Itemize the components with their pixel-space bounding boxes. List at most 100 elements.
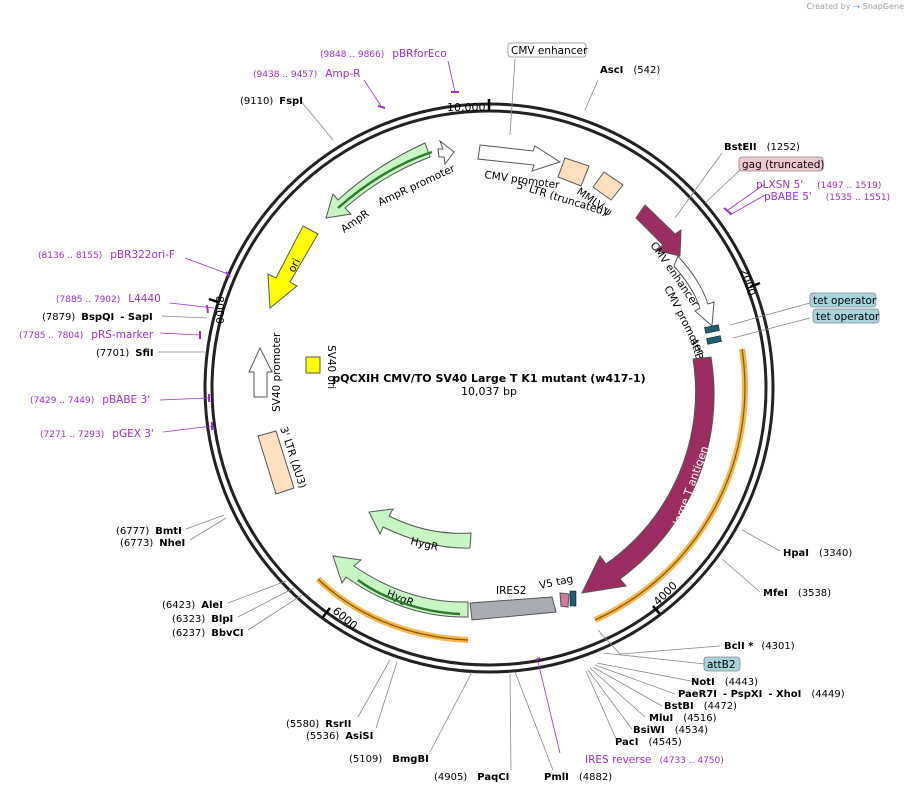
- v5-tag-feature: [559, 592, 570, 608]
- site-paqci: (4905) PaqCI: [434, 772, 509, 783]
- site-bsiwi-name: BsiWI: [633, 725, 665, 736]
- primer-prs-marker: (7785 .. 7804)pRS-marker: [19, 329, 154, 341]
- sv40-ori-feature: [305, 356, 321, 374]
- tick-label-8000: 8000: [213, 296, 226, 324]
- primer-pbabe5-name: pBABE 5': [764, 191, 812, 203]
- site-rsrii-name: RsrII: [325, 719, 351, 730]
- site-paci-name: PacI: [615, 737, 638, 748]
- primer-ampr-pos: (9438 .. 9457): [253, 70, 317, 80]
- primer-pgex3-pos: (7271 .. 7293): [40, 430, 104, 440]
- attb2-box-label: attB2: [707, 659, 736, 671]
- site-hpai-name: HpaI: [783, 548, 809, 559]
- site-paci: PacI (4545): [615, 737, 682, 748]
- site-blpi: (6323)BlpI: [172, 614, 233, 625]
- site-paqci-pos: (4905): [434, 772, 467, 783]
- site-bcli: BclI *(4301): [724, 641, 795, 652]
- gag-box-label: gag (truncated): [742, 159, 825, 171]
- connector-paqci: [509, 673, 512, 771]
- connector-plxsn: [727, 183, 766, 211]
- site-paqci-name: PaqCI: [477, 772, 509, 783]
- tet-operator-2-box: [812, 308, 880, 324]
- primer-tick-pbr322ori: [225, 271, 231, 278]
- connector-asisi: [375, 661, 398, 729]
- watermark: Created by ⭢ SnapGene: [806, 2, 904, 12]
- site-bspqi: (7879)BspQI- SapI: [42, 312, 153, 323]
- primer-pbrforeco: (9848 .. 9866)pBRforEco: [320, 48, 447, 60]
- connector-bmti: [185, 514, 225, 530]
- site-bsteii-name: BstEII: [724, 142, 757, 153]
- tick-label-2000: 2000: [737, 267, 758, 298]
- primer-connectors: [159, 60, 766, 754]
- site-bspqi-name: BspQI: [81, 312, 114, 323]
- primer-ires-reverse-name: IRES reverse: [585, 754, 652, 766]
- connector-bcli: [597, 629, 721, 655]
- site-asci: AscI(542): [600, 65, 660, 76]
- connector-mlui: [589, 667, 646, 718]
- tick-label-10000: 10,000: [447, 101, 486, 114]
- sv40-promoter-label: SV40 promoter: [271, 332, 283, 412]
- site-bbvci: (6237)BbvCI: [172, 628, 244, 639]
- site-noti: NotI(4443): [691, 677, 758, 688]
- site-mfei-name: MfeI: [763, 588, 788, 599]
- cmv-enhancer-arrow-feature: [635, 204, 682, 257]
- gag-box: [738, 156, 824, 172]
- ori-feature: [267, 225, 319, 310]
- primer-pbabe5-pos: (1535 .. 1551): [826, 193, 890, 203]
- site-paer7i-name: PaeR7I: [678, 689, 717, 700]
- connector-bmgbi: [429, 671, 473, 753]
- primer-l4440-pos: (7885 .. 7902): [56, 295, 120, 305]
- connector-rsrii: [357, 659, 391, 718]
- site-nhei: (6773)NheI: [120, 538, 185, 549]
- primer-tick-l4440: [206, 304, 209, 314]
- cmv-enhancer-box: [507, 42, 587, 58]
- site-bbvci-pos: (6237): [172, 628, 205, 639]
- connector-nhei: [189, 517, 227, 541]
- primer-ticks: [199, 91, 732, 661]
- site-nhei-pos: (6773): [120, 538, 153, 549]
- site-paci-pos: (4545): [648, 737, 681, 748]
- site-fspi-name: FspI: [279, 96, 303, 107]
- site-sfii-name: SfiI: [135, 348, 153, 359]
- connector-pbabe5: [729, 194, 766, 216]
- primer-pbabe3-pos: (7429 .. 7449): [30, 396, 94, 406]
- ltr3-feature: [257, 430, 295, 495]
- tet-operator-1-box: [809, 292, 877, 308]
- ampr-feature: [325, 142, 431, 219]
- tick-6000: [322, 607, 331, 618]
- snapgene-logo-icon: ⭢: [853, 2, 861, 12]
- tet-operator-1-feature: [704, 324, 720, 334]
- site-noti-pos: (4443): [725, 677, 758, 688]
- connector-tet2: [732, 317, 811, 339]
- large-t-antigen-feature: [581, 356, 715, 594]
- connector-fspi: [299, 99, 334, 141]
- connector-bstbi: [592, 666, 663, 707]
- site-asisi: (5536)AsiSI: [306, 731, 373, 742]
- primer-labels: (9848 .. 9866)pBRforEco (9438 .. 9457)Am…: [19, 48, 890, 766]
- site-bmgbi-pos: (5109): [349, 754, 382, 765]
- connector-prs-marker: [159, 332, 201, 336]
- connector-ampr-primer: [363, 79, 382, 107]
- tet-operator-2-label: tet operator: [816, 311, 880, 323]
- orange-arc-left-line: [317, 578, 469, 641]
- primer-tick-ampr: [377, 105, 386, 109]
- site-paer7i-pos: (4449): [811, 689, 844, 700]
- attb2-box: [703, 656, 741, 672]
- primer-pbr322ori: (8136 .. 8155)pBR322ori-F: [38, 249, 175, 261]
- site-asisi-name: AsiSI: [345, 731, 373, 742]
- site-blpi-name: BlpI: [211, 614, 233, 625]
- site-hpai-pos: (3340): [819, 548, 852, 559]
- primer-plxsn: pLXSN 5'(1497 .. 1519): [756, 179, 881, 191]
- connector-asci: [584, 79, 599, 111]
- connector-bsteii: [674, 152, 723, 219]
- connector-bspqi: [161, 315, 208, 319]
- cmv-enhancer-box-label: CMV enhancer: [511, 45, 588, 57]
- hygr-1-feature: [368, 508, 472, 549]
- site-mlui: MluI(4516): [649, 713, 717, 724]
- enzyme-labels: AscI(542) BstEII(1252) HpaI(3340) MfeI(3…: [42, 65, 852, 783]
- site-bcli-name: BclI *: [724, 641, 754, 652]
- primer-pbabe3-name: pBABE 3': [102, 394, 150, 406]
- ampr-promoter-feature: [437, 139, 455, 166]
- primer-tick-ires-reverse: [535, 657, 541, 661]
- tet-operator-1-label: tet operator: [813, 295, 877, 307]
